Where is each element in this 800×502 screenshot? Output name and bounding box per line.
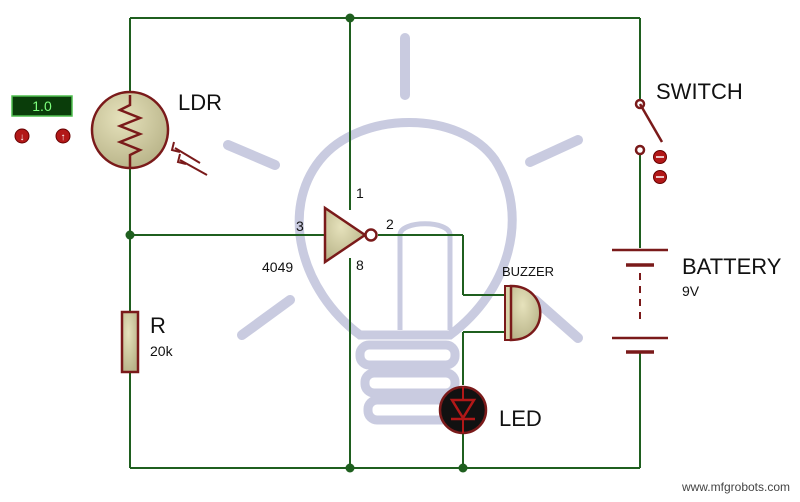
ic-label: 4049 bbox=[262, 259, 293, 275]
light-increase-button[interactable]: ↑ bbox=[55, 128, 71, 144]
resistor-component bbox=[120, 310, 140, 374]
switch-close-button[interactable] bbox=[653, 150, 667, 164]
pin-vcc-label: 1 bbox=[356, 185, 364, 201]
battery-value: 9V bbox=[682, 283, 700, 299]
buzzer-component bbox=[504, 284, 542, 342]
pin-input-label: 3 bbox=[296, 218, 304, 234]
wires bbox=[129, 17, 641, 469]
light-decrease-button[interactable]: ↓ bbox=[14, 128, 30, 144]
buzzer-label: BUZZER bbox=[502, 264, 554, 279]
inverter-gate bbox=[323, 205, 378, 265]
background-bulb-watermark bbox=[223, 33, 583, 425]
up-arrow-icon: ↑ bbox=[61, 132, 66, 143]
switch-label: SWITCH bbox=[656, 79, 743, 104]
resistor-value: 20k bbox=[150, 343, 174, 359]
battery-component bbox=[612, 248, 668, 354]
junction-dots bbox=[125, 13, 468, 473]
switch-component[interactable] bbox=[634, 98, 664, 156]
led-label: LED bbox=[499, 406, 542, 431]
light-level-display: 1.0 bbox=[11, 95, 73, 117]
ldr-label: LDR bbox=[178, 90, 222, 115]
pin-output-label: 2 bbox=[386, 216, 394, 232]
resistor-label: R bbox=[150, 313, 166, 338]
led-component bbox=[438, 385, 488, 435]
pin-gnd-label: 8 bbox=[356, 257, 364, 273]
switch-open-button[interactable] bbox=[653, 170, 667, 184]
battery-label: BATTERY bbox=[682, 254, 782, 279]
watermark-text: www.mfgrobots.com bbox=[681, 480, 790, 494]
ldr-component bbox=[90, 90, 208, 176]
down-arrow-icon: ↓ bbox=[20, 132, 25, 143]
light-level-value: 1.0 bbox=[32, 98, 52, 114]
